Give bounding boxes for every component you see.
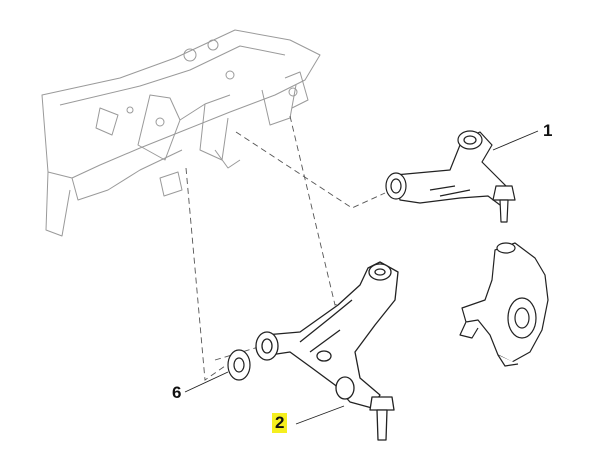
steering-knuckle xyxy=(459,242,549,367)
callout-6: 6 xyxy=(172,383,182,402)
callout-1: 1 xyxy=(543,121,553,140)
front-subframe xyxy=(41,29,321,237)
upper-control-arm xyxy=(385,130,516,223)
bush-washer xyxy=(227,349,251,381)
lower-control-arm xyxy=(255,261,399,441)
callout-2: 2 xyxy=(272,413,288,433)
leader-lines xyxy=(184,130,539,425)
